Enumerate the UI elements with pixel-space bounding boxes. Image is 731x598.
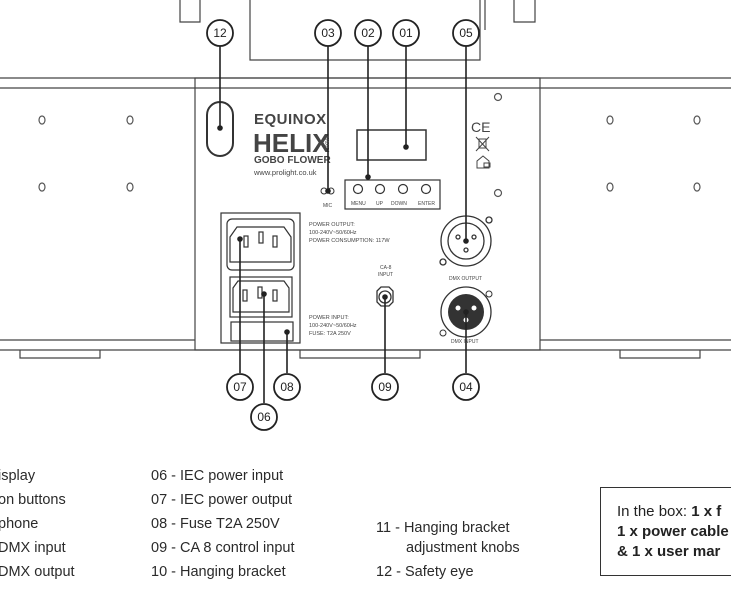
legend-item-ca8: 09 - CA 8 control input xyxy=(151,540,295,556)
callout-09 xyxy=(371,373,399,401)
brand-text: EQUINOX xyxy=(254,111,327,128)
up-button[interactable] xyxy=(374,183,386,195)
down-label: DOWN xyxy=(391,201,407,207)
legend-item-iec-input: 06 - IEC power input xyxy=(151,468,284,484)
legend-item-fuse: 08 - Fuse T2A 250V xyxy=(151,516,280,532)
legend-item-display: isplay xyxy=(0,468,36,484)
legend-item-hanging-bracket: 10 - Hanging bracket xyxy=(151,564,286,580)
legend-item-safety-eye: 12 - Safety eye xyxy=(376,564,474,580)
callout-06 xyxy=(250,403,278,431)
legend-item-function-buttons: on buttons xyxy=(0,492,66,508)
side-screws xyxy=(38,92,701,198)
legend-item-dmx-input: DMX input xyxy=(0,540,66,556)
legend-item-microphone: phone xyxy=(0,516,39,532)
callout-02-text: 02 xyxy=(361,26,375,40)
menu-button[interactable] xyxy=(352,183,364,195)
weee-icon xyxy=(475,136,490,152)
model-suffix: GOBO FLOWER xyxy=(254,155,331,166)
function-buttons-group xyxy=(344,179,441,210)
enter-label: ENTER xyxy=(418,201,435,207)
mic-label: MIC xyxy=(323,203,333,209)
fuse-holder xyxy=(230,321,294,342)
iec-socket-block xyxy=(220,212,301,344)
menu-label: MENU xyxy=(351,201,366,207)
legend-item-dmx-output: DMX output xyxy=(0,564,75,580)
fuse-rating: FUSE: T2A 250V xyxy=(309,331,351,337)
callout-08 xyxy=(273,373,301,401)
model-text: HELIX xyxy=(253,128,330,158)
callout-12-text: 12 xyxy=(213,26,227,40)
bracket-left xyxy=(179,0,201,23)
legend-item-bracket-knobs-cont: adjustment knobs xyxy=(406,540,520,556)
callout-12 xyxy=(206,19,234,47)
iec-input-socket xyxy=(229,276,293,318)
indoor-use-icon xyxy=(476,155,491,169)
callout-06-text: 06 xyxy=(257,410,271,424)
dmx-output-label: DMX OUTPUT xyxy=(449,276,482,282)
callout-01 xyxy=(392,19,420,47)
ca8-label: CA-8 xyxy=(380,265,392,271)
bracket-right xyxy=(513,0,536,23)
iec-output-socket xyxy=(226,218,295,271)
power-consumption: POWER CONSUMPTION: 117W xyxy=(309,238,390,244)
in-the-box-panel: In the box: 1 x f 1 x power cable & 1 x … xyxy=(600,487,731,576)
callout-03-text: 03 xyxy=(321,26,335,40)
power-output-voltage: 100-240V~50/60Hz xyxy=(309,230,357,236)
in-box-item-1: 1 x f xyxy=(691,503,722,520)
ce-mark: CE xyxy=(471,119,490,135)
callout-03 xyxy=(314,19,342,47)
enter-button[interactable] xyxy=(420,183,432,195)
dmx-input-label: DMX INPUT xyxy=(451,339,479,345)
in-box-item-2: 1 x power cable xyxy=(617,523,729,540)
callout-07 xyxy=(226,373,254,401)
up-label: UP xyxy=(376,201,384,207)
power-input-voltage: 100-240V~50/60Hz xyxy=(309,323,357,329)
callout-04 xyxy=(452,373,480,401)
callout-05-text: 05 xyxy=(459,26,473,40)
callout-04-text: 04 xyxy=(459,380,473,394)
lcd-display xyxy=(356,129,427,161)
rear-panel-diagram: EQUINOX HELIX 100W GOBO FLOWER www.proli… xyxy=(0,0,731,431)
callout-07-text: 07 xyxy=(233,380,247,394)
callout-08-text: 08 xyxy=(280,380,294,394)
legend-item-bracket-knobs: 11 - Hanging bracket xyxy=(376,520,510,536)
power-input-label: POWER INPUT: xyxy=(309,315,349,321)
bracket-top xyxy=(249,0,481,61)
legend-item-iec-output: 07 - IEC power output xyxy=(151,492,293,508)
website-text: www.prolight.co.uk xyxy=(253,168,317,177)
callout-09-text: 09 xyxy=(378,380,392,394)
callout-01-text: 01 xyxy=(399,26,413,40)
power-output-label: POWER OUTPUT: xyxy=(309,222,355,228)
ca8-input-label: INPUT xyxy=(378,272,393,278)
in-box-prefix: In the box: xyxy=(617,503,692,520)
callout-05 xyxy=(452,19,480,47)
in-box-item-3: & 1 x user mar xyxy=(617,543,721,560)
callout-02 xyxy=(354,19,382,47)
down-button[interactable] xyxy=(397,183,409,195)
